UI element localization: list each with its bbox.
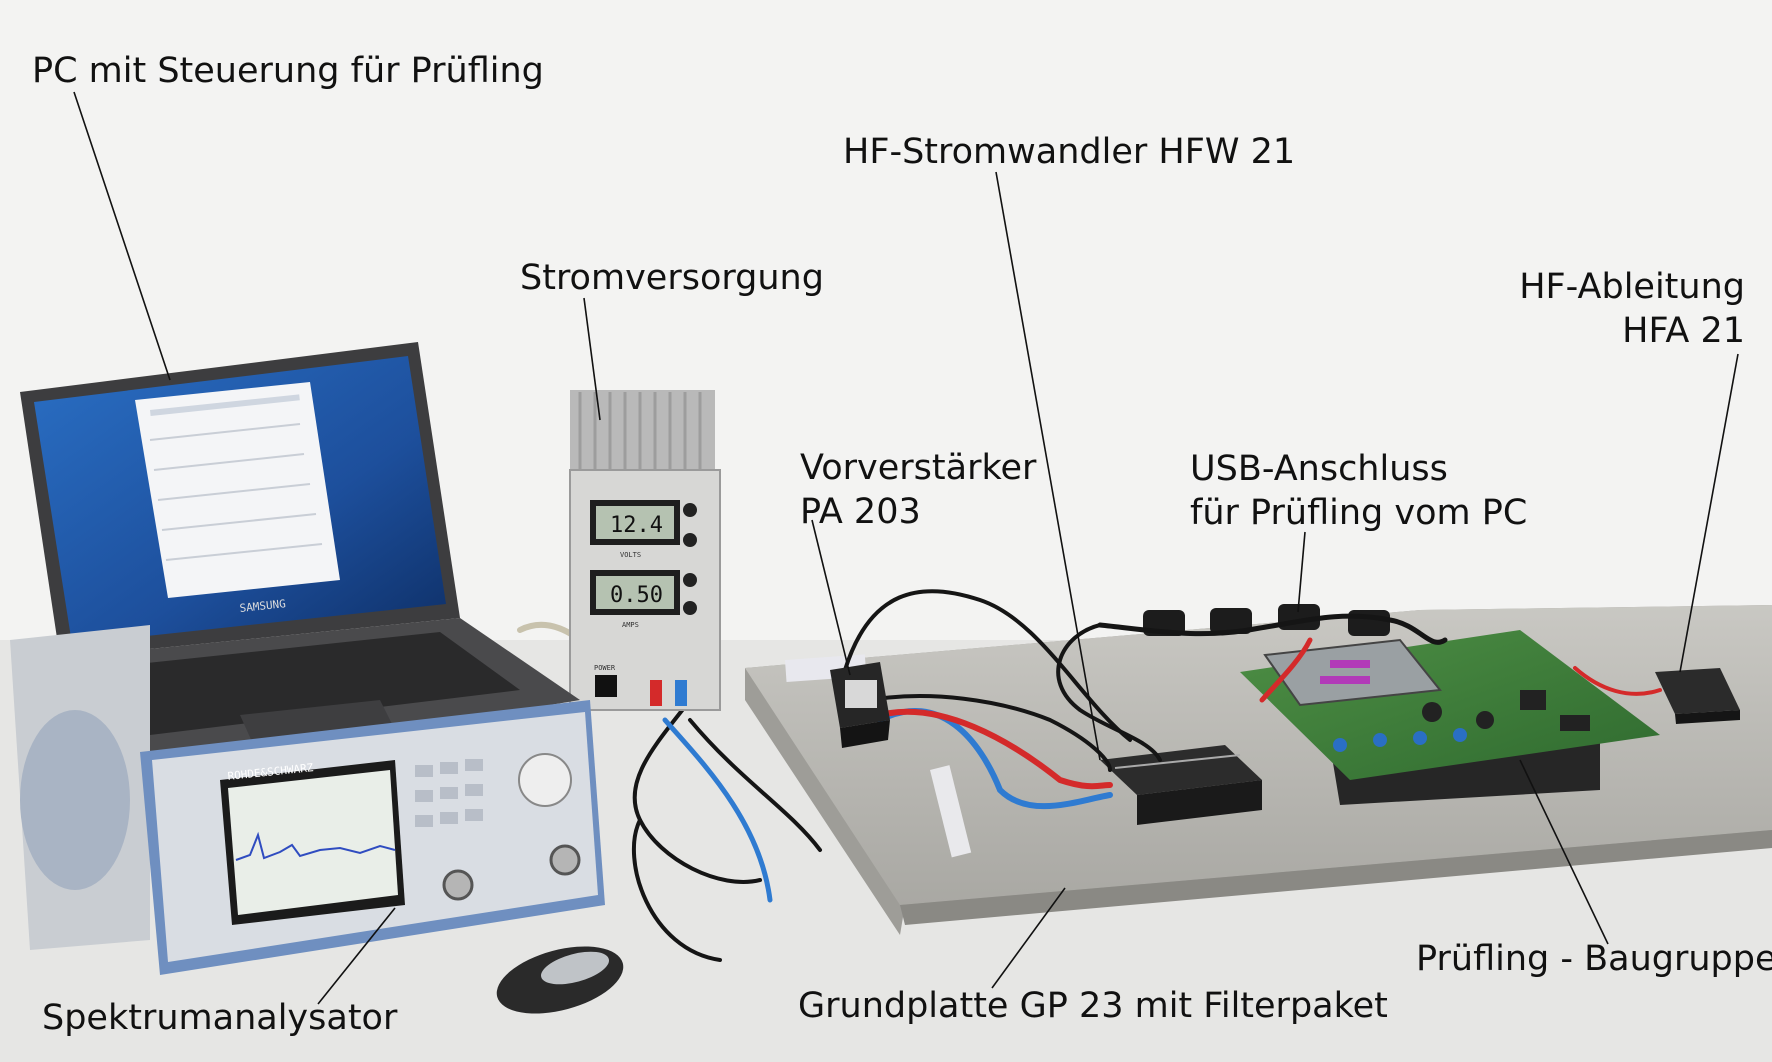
label-device-under-test: Prüfling - Baugruppe — [1416, 939, 1772, 979]
label-hf-discharge-line1: HF-Ableitung — [1519, 267, 1745, 307]
label-usb-connection-line1: USB-Anschluss — [1190, 449, 1448, 489]
label-usb-connection-line2: für Prüfling vom PC — [1190, 493, 1528, 533]
mouse — [496, 946, 624, 1014]
label-hf-discharge: HF-Ableitung HFA 21 — [1400, 265, 1745, 353]
label-spectrum-analyzer: Spektrumanalysator — [42, 998, 398, 1038]
power-supply — [569, 390, 721, 711]
psu-amps-readout: 0.50 — [610, 583, 663, 608]
laptop — [20, 342, 580, 775]
psu-volts-caption: VOLTS — [620, 551, 641, 559]
psu-volts-readout: 12.4 — [610, 513, 663, 538]
leader-lines — [73, 91, 1739, 1005]
laptop-brand: SAMSUNG — [239, 597, 286, 615]
spectrum-analyzer — [10, 625, 605, 975]
hfw-box — [1100, 745, 1262, 825]
label-preamplifier-line1: Vorverstärker — [800, 448, 1037, 488]
label-hf-discharge-line2: HFA 21 — [1622, 311, 1745, 351]
hfa-box — [1655, 668, 1740, 724]
label-pc-control: PC mit Steuerung für Prüfling — [32, 51, 544, 91]
label-hf-current-transformer: HF-Stromwandler HFW 21 — [843, 132, 1296, 172]
label-power-supply: Stromversorgung — [520, 258, 824, 298]
pcb-board — [1240, 630, 1660, 780]
psu-amps-caption: AMPS — [622, 621, 639, 629]
psu-power-caption: POWER — [594, 664, 616, 672]
label-usb-connection: USB-Anschluss für Prüfling vom PC — [1190, 447, 1527, 535]
label-preamplifier-line2: PA 203 — [800, 492, 921, 532]
label-preamplifier: Vorverstärker PA 203 — [800, 446, 1036, 534]
label-ground-plate: Grundplatte GP 23 mit Filterpaket — [798, 986, 1388, 1026]
preamp-box — [830, 662, 890, 748]
